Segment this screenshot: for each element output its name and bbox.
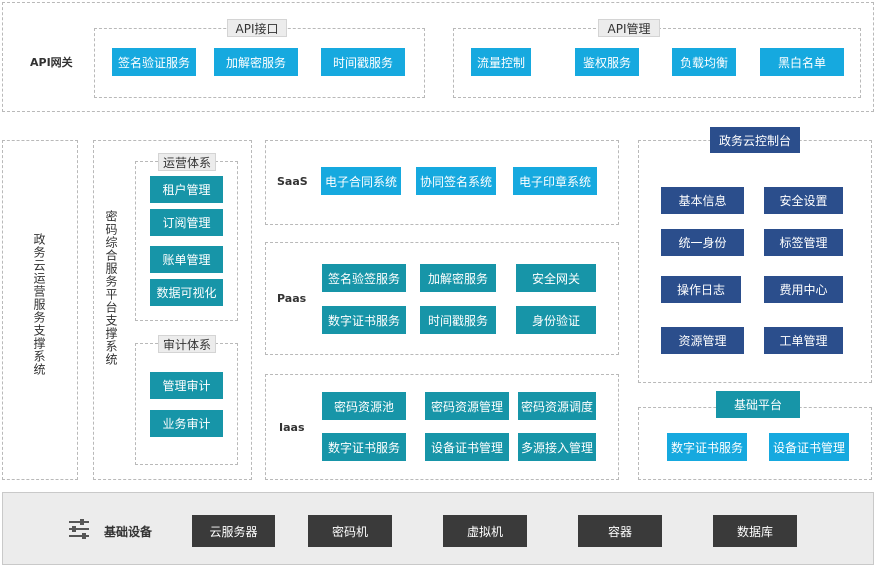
left-system-label: 政务云运营服务支撑系统 [32,233,46,376]
iaas-panel [265,374,619,480]
infra-item-virtual-machine[interactable]: 虚拟机 [443,515,527,547]
left-system-panel [2,140,78,480]
api-management-item-blacklist[interactable]: 黑白名单 [760,48,844,76]
paas-item-certificate[interactable]: 数字证书服务 [322,306,406,334]
operations-item-tenant[interactable]: 租户管理 [150,176,223,203]
console-title: 政务云控制台 [710,127,800,153]
saas-item-cosign[interactable]: 协同签名系统 [416,167,496,195]
infra-item-crypto-machine[interactable]: 密码机 [308,515,392,547]
audit-panel [135,343,238,465]
infrastructure-label: 基础设备 [104,525,153,539]
paas-item-signverify[interactable]: 签名验签服务 [322,264,406,292]
api-interface-item-timestamp[interactable]: 时间戳服务 [321,48,405,76]
operations-item-subscription[interactable]: 订阅管理 [150,209,223,236]
console-item-security-settings[interactable]: 安全设置 [764,187,843,214]
iaas-item-resource-management[interactable]: 密码资源管理 [425,392,509,420]
iaas-item-resource-scheduling[interactable]: 密码资源调度 [518,392,596,420]
console-item-ticket-management[interactable]: 工单管理 [764,327,843,354]
paas-item-timestamp[interactable]: 时间戳服务 [420,306,496,334]
iaas-item-multi-access[interactable]: 多源接入管理 [518,433,596,461]
crypto-platform-label: 密码综合服务平台支撑系统 [104,210,118,366]
api-interface-item-signature[interactable]: 签名验证服务 [112,48,196,76]
operations-item-visualization[interactable]: 数据可视化 [150,279,223,306]
iaas-item-resource-pool[interactable]: 密码资源池 [322,392,406,420]
infra-item-container[interactable]: 容器 [578,515,662,547]
paas-item-security-gateway[interactable]: 安全网关 [516,264,596,292]
base-platform-title: 基础平台 [716,391,800,418]
base-platform-item-certificate[interactable]: 数字证书服务 [667,433,747,461]
operations-title: 运营体系 [158,153,216,171]
iaas-label: Iaas [279,421,305,434]
infra-item-cloud-server[interactable]: 云服务器 [192,515,275,547]
sliders-icon [66,518,92,540]
console-item-cost-center[interactable]: 费用中心 [764,276,843,303]
paas-panel [265,242,619,355]
console-item-tag-management[interactable]: 标签管理 [764,229,843,256]
audit-item-business[interactable]: 业务审计 [150,410,223,437]
infra-item-database[interactable]: 数据库 [713,515,797,547]
api-management-item-auth[interactable]: 鉴权服务 [575,48,639,76]
paas-item-encryption[interactable]: 加解密服务 [420,264,496,292]
console-item-unified-identity[interactable]: 统一身份 [661,229,744,256]
saas-item-contract[interactable]: 电子合同系统 [321,167,401,195]
console-item-operation-log[interactable]: 操作日志 [661,276,741,303]
base-platform-item-device-cert[interactable]: 设备证书管理 [769,433,849,461]
saas-label: SaaS [277,175,308,188]
iaas-item-certificate[interactable]: 数字证书服务 [322,433,406,461]
console-item-basic-info[interactable]: 基本信息 [661,187,744,214]
api-gateway-label: API网关 [30,56,73,69]
paas-label: Paas [277,292,307,305]
paas-item-identity[interactable]: 身份验证 [516,306,596,334]
operations-item-billing[interactable]: 账单管理 [150,246,223,273]
api-interface-title: API接口 [227,19,287,37]
api-management-item-loadbalance[interactable]: 负载均衡 [672,48,736,76]
api-interface-item-encryption[interactable]: 加解密服务 [214,48,298,76]
audit-item-management[interactable]: 管理审计 [150,372,223,399]
audit-title: 审计体系 [158,335,216,353]
console-item-resource-management[interactable]: 资源管理 [661,327,744,354]
api-management-item-traffic[interactable]: 流量控制 [471,48,531,76]
saas-item-seal[interactable]: 电子印章系统 [513,167,597,195]
api-management-title: API管理 [598,19,660,37]
iaas-item-device-cert[interactable]: 设备证书管理 [425,433,509,461]
